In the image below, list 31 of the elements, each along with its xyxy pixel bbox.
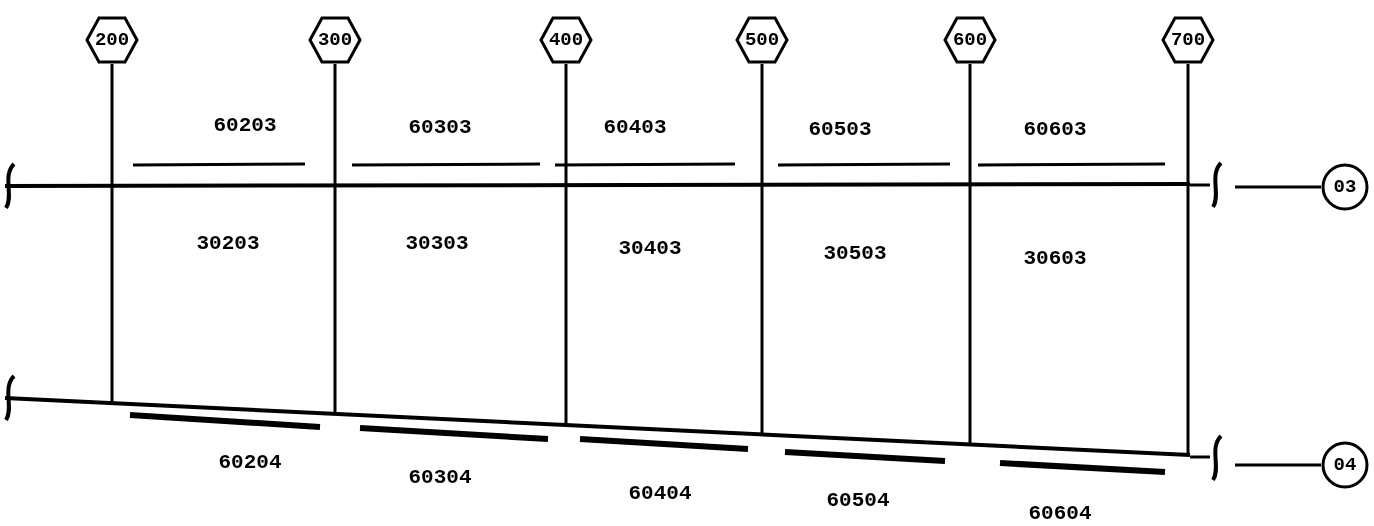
side-number: 60503 <box>808 118 872 140</box>
street-number: 500 <box>744 30 780 50</box>
street-number: 300 <box>317 30 353 50</box>
street-line <box>333 64 337 414</box>
side-number: 60304 <box>408 466 472 488</box>
street-number: 700 <box>1170 30 1206 50</box>
street-number: 400 <box>548 30 584 50</box>
street-line <box>110 64 114 404</box>
street-line <box>564 64 568 425</box>
side-number: 60404 <box>628 482 692 504</box>
side-number: 60203 <box>213 114 277 136</box>
street-line <box>1235 463 1321 467</box>
block-number: 30203 <box>196 232 260 254</box>
street-line <box>968 64 972 445</box>
road-number: 03 <box>1333 177 1357 197</box>
side-number: 60504 <box>826 489 890 511</box>
street-number: 600 <box>952 30 988 50</box>
side-number: 60603 <box>1023 118 1087 140</box>
street-number: 200 <box>94 30 130 50</box>
block-number: 30503 <box>823 242 887 264</box>
side-number: 60604 <box>1028 502 1092 524</box>
block-number: 30403 <box>618 237 682 259</box>
block-number: 30303 <box>405 232 469 254</box>
street-line <box>760 64 764 435</box>
side-number: 60204 <box>218 451 282 473</box>
block-number: 30603 <box>1023 247 1087 269</box>
road-number: 04 <box>1333 455 1357 475</box>
street-line <box>1186 64 1190 455</box>
street-line <box>1235 185 1321 189</box>
side-number: 60303 <box>408 116 472 138</box>
side-number: 60403 <box>603 116 667 138</box>
